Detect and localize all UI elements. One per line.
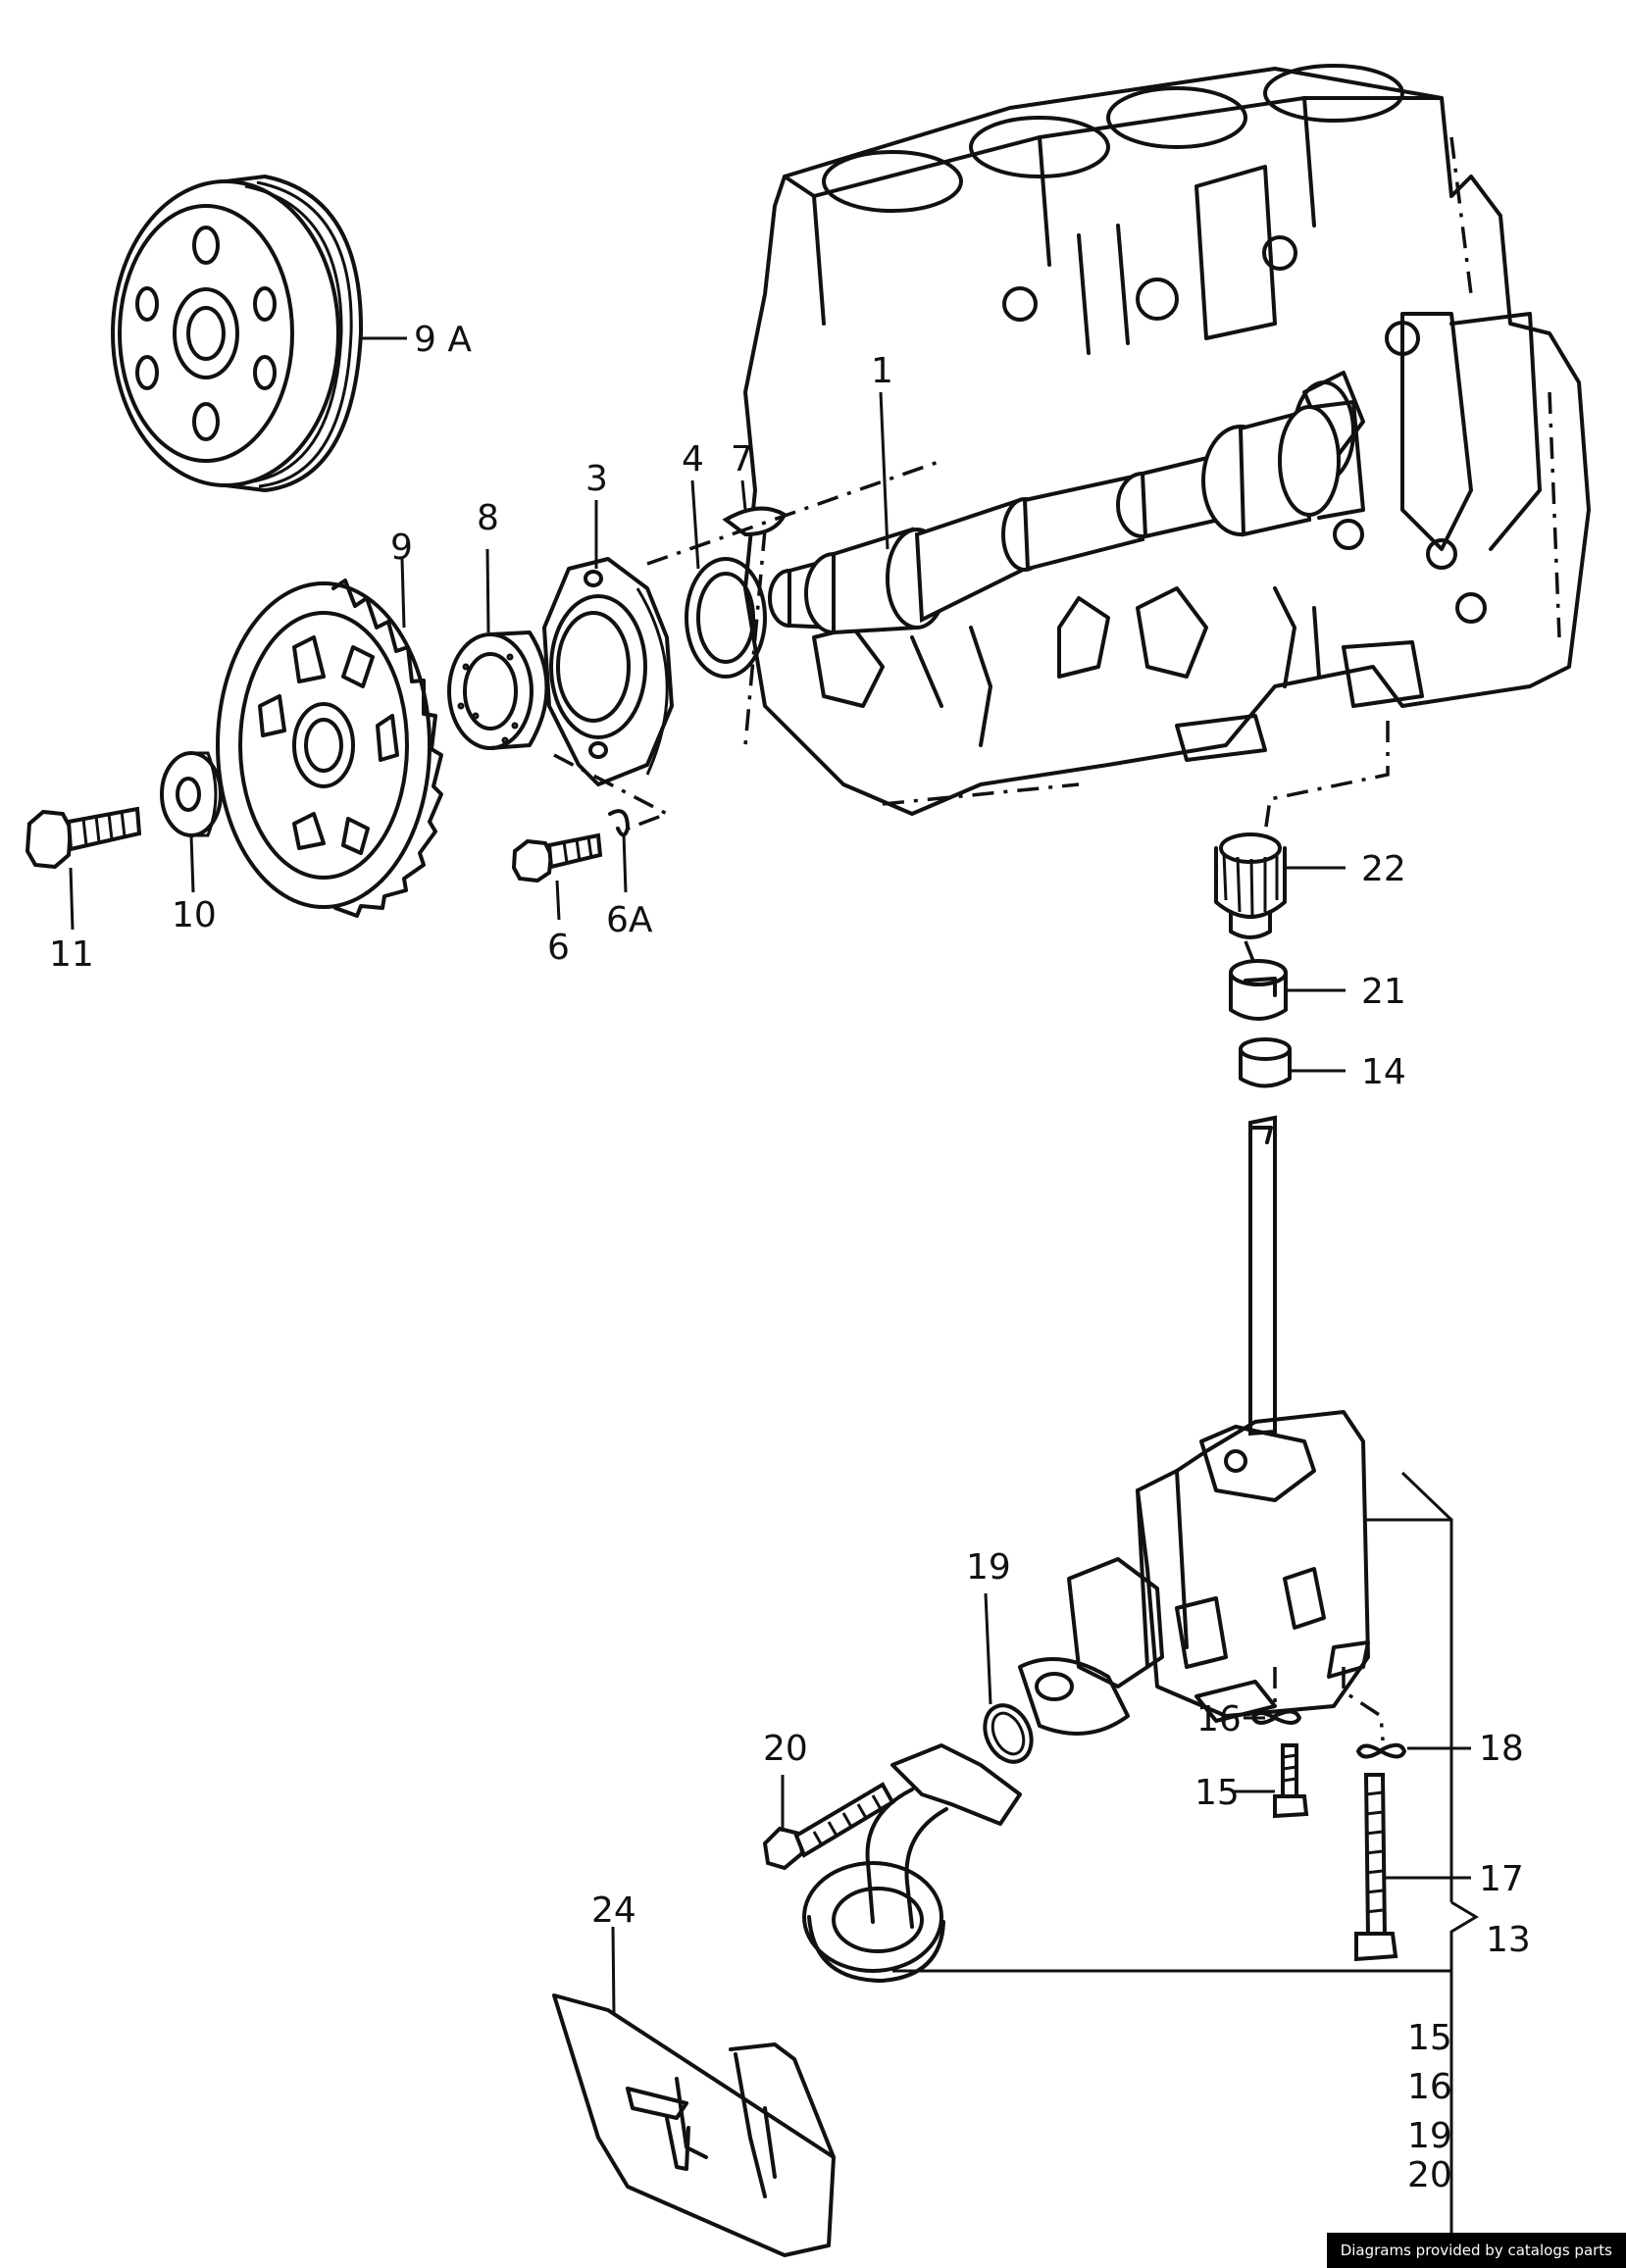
credit-banner: Diagrams provided by catalogs parts: [1326, 2233, 1626, 2268]
drive-gear: [1214, 832, 1287, 939]
woodruff-key: [722, 506, 788, 537]
leader-lines: [69, 336, 1479, 2268]
callout-7: 7: [731, 439, 753, 479]
callout-17: 17: [1479, 1859, 1524, 1899]
callout-3: 3: [585, 459, 608, 499]
flange: [542, 557, 674, 786]
washer: [160, 751, 223, 837]
callout-10: 10: [172, 895, 217, 935]
callout-18: 18: [1479, 1729, 1524, 1769]
o-ring: [983, 1703, 1034, 1764]
group-13-item: 16: [1407, 2067, 1452, 2107]
intermediate-shaft: [768, 400, 1365, 635]
lock-washer-18: [1356, 1742, 1406, 1759]
sprocket: [216, 579, 443, 918]
bushing-21: [1229, 959, 1288, 1021]
gasket: [685, 557, 767, 679]
callout-16: 16: [1196, 1699, 1242, 1739]
callout-4: 4: [682, 439, 704, 479]
callout-14: 14: [1361, 1052, 1406, 1092]
callout-22: 22: [1361, 849, 1406, 889]
lock-washer-6a: [608, 809, 630, 837]
bushing-14: [1239, 1037, 1292, 1088]
oil-pump: [1018, 1115, 1370, 1736]
bolt-20: [762, 1782, 895, 1871]
pulley: [111, 175, 364, 492]
group-13-item: 19: [1407, 2116, 1452, 2156]
callout-21: 21: [1361, 972, 1406, 1012]
callout-6: 6: [547, 928, 570, 968]
callout-15: 15: [1194, 1773, 1240, 1813]
callout-1: 1: [871, 351, 893, 391]
callout-6a: 6A: [606, 900, 653, 940]
oil-seal: [447, 630, 549, 750]
callout-9a: 9 A: [414, 320, 472, 360]
bolt: [25, 806, 142, 870]
callout-19: 19: [966, 1547, 1011, 1588]
callout-24: 24: [591, 1890, 636, 1931]
callout-11: 11: [49, 934, 94, 975]
callout-labels: 9 A 9 8 3 4 7 1 11 10 6 6A 22 21 14 19 1…: [49, 320, 1531, 2195]
callout-20: 20: [763, 1729, 808, 1769]
group-13-item: 20: [1407, 2155, 1452, 2195]
suction-pipe: [802, 1743, 1022, 1983]
flange-bolt-line: [553, 753, 672, 831]
callout-8: 8: [477, 498, 499, 538]
bolt-6: [511, 832, 603, 883]
callout-9: 9: [390, 528, 413, 568]
baffle-plate: [552, 1993, 836, 2257]
lock-washer-16: [1251, 1709, 1301, 1725]
engine-block: [743, 64, 1591, 816]
callout-13: 13: [1486, 1920, 1531, 1960]
bolt-17: [1354, 1773, 1398, 1962]
group-13-item: 15: [1407, 2018, 1452, 2058]
bolt-15: [1273, 1743, 1309, 1819]
